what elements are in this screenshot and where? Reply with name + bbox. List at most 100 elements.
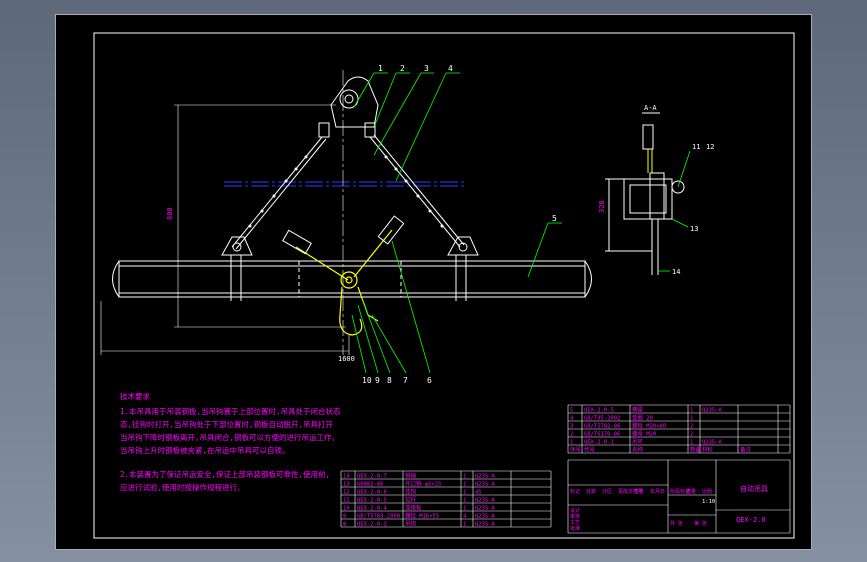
parts-top-cell: 3	[570, 424, 573, 430]
parts-bottom-cell: Q235-A	[475, 498, 496, 504]
parts-bottom-cell: 吊钩	[405, 520, 417, 528]
drawing-code: QEX-2.0	[736, 516, 766, 524]
parts-bottom-cell: 11	[343, 498, 350, 504]
callout-3: 3	[424, 64, 429, 73]
parts-bottom-cell: GB882-86	[357, 482, 384, 488]
callouts: 1 2 3 4 5 10 9 8 7 6	[362, 64, 557, 385]
parts-top-cell: Q235-A	[702, 408, 723, 414]
drawing-name: 自动吊具	[740, 484, 768, 493]
side-view	[605, 112, 685, 275]
parts-top-cell: 螺母 M20	[632, 430, 656, 438]
parts-bottom-cell: QEX-2.0-7	[357, 474, 387, 480]
side-callout-13: 13	[690, 225, 698, 233]
parts-top-cell: 垫圈 20	[632, 414, 653, 422]
callout-2: 2	[400, 64, 405, 73]
title-row-label: 处数	[586, 488, 596, 495]
title-scale: 1:10	[702, 499, 715, 505]
parts-top-cell: 1	[690, 416, 693, 422]
parts-top-cell: 2	[690, 424, 693, 430]
parts-top-cell: QEX-2.0-5	[584, 408, 614, 414]
parts-bottom-cell: 1	[463, 482, 466, 488]
hydraulic-cylinders	[282, 215, 405, 255]
parts-bottom-cell: QEX-2.0-5	[357, 498, 387, 504]
callout-10: 10	[362, 376, 372, 385]
callout-1: 1	[378, 64, 383, 73]
parts-bottom-cell: 45	[475, 490, 482, 496]
title-sheet-label: 共 张	[670, 520, 683, 527]
notes-line-5: 2.本装置为了保证吊运安全,保证上部吊装钢板可靠性,使用前,	[120, 469, 330, 479]
parts-bottom-cell: 挂钩	[405, 488, 417, 496]
title-row-label: 分区	[602, 488, 612, 495]
callout-7: 7	[403, 376, 408, 385]
parts-bottom-cell: QEX-2.0-3	[357, 522, 387, 528]
side-callout-12: 12	[706, 143, 714, 151]
side-callout-14: 14	[672, 268, 680, 276]
parts-top-cell: 5	[570, 408, 573, 414]
parts-bottom-cell: 1	[463, 522, 466, 528]
parts-top-cell: 2	[570, 432, 573, 438]
notes-line-4: 当吊钩上升时钢板被夹紧,在吊运中吊具可以自锁。	[120, 445, 290, 455]
notes-line-3: 当吊钩下降时钢板离开,吊具闭合,钢板可以方便的进行吊运工作,	[120, 432, 336, 442]
parts-bottom-cell: QEX-2.0-6	[357, 490, 387, 496]
parts-top-header: 名称	[632, 446, 644, 454]
parts-bottom-cell: QEX-2.0-4	[357, 506, 387, 512]
parts-top-cell: 螺栓 M20×80	[632, 422, 666, 430]
title-row-label: 更改文件号	[618, 488, 643, 495]
parts-top-cell: 1	[570, 440, 573, 446]
title-row-label: 标记	[570, 488, 580, 495]
parts-bottom-cell: 9	[343, 514, 346, 520]
parts-bottom-cell: 1	[463, 474, 466, 480]
parts-bottom-cell: Q235-A	[475, 514, 496, 520]
parts-top-header: 备注	[740, 446, 752, 454]
parts-bottom-cell: GB/T5783-2000	[357, 514, 400, 520]
parts-bottom-cell: 1	[463, 490, 466, 496]
section-label: A-A	[644, 104, 657, 112]
drawing-frame	[93, 32, 795, 539]
parts-top-cell: GB/T6170-86	[584, 432, 620, 438]
title-sign-label: 工艺	[570, 520, 580, 526]
callout-4: 4	[448, 64, 453, 73]
parts-top-cell: 2	[690, 432, 693, 438]
centerline-horizontal	[224, 181, 466, 187]
dim-height: 800	[166, 207, 174, 220]
parts-top-cell: 横梁	[632, 406, 644, 414]
callout-5: 5	[552, 214, 557, 223]
side-dim: 320	[598, 200, 606, 213]
side-callout-11: 11	[692, 143, 700, 151]
parts-top-cell: QEX-2.0-1	[584, 440, 614, 446]
parts-bottom-cell: 拉杆	[405, 496, 417, 504]
parts-top-header: 代号	[584, 446, 596, 454]
callout-6: 6	[427, 376, 432, 385]
leader-lines	[351, 72, 562, 374]
parts-top-cell: 1	[690, 440, 693, 446]
parts-top-cell: GB/T95-2002	[584, 416, 620, 422]
title-sign-label: 设计	[570, 507, 580, 514]
side-view-leaders	[658, 150, 691, 272]
technical-notes: 技术要求 1.本吊具用于吊装钢板,当吊钩置于上部位置时,吊具处于闭合状态 态,挂…	[120, 391, 341, 492]
notes-line-2: 态,挂钩时打开,当吊钩处于下部位置时,钢板自动脱开,吊具打开	[120, 419, 334, 429]
chain-links	[248, 155, 444, 228]
parts-bottom-cell: 销轴	[405, 472, 417, 480]
parts-bottom-cell: 10	[343, 506, 350, 512]
title-stage-label: 重量	[686, 488, 696, 495]
title-sign-label: 批准	[570, 525, 580, 532]
parts-bottom-cell: 1	[463, 498, 466, 504]
parts-bottom-cell: Q235-A	[475, 482, 496, 488]
parts-top-cell: 4	[570, 416, 574, 422]
parts-bottom-cell: 14	[343, 474, 350, 480]
parts-bottom-cell: Q235-A	[475, 506, 496, 512]
callout-9: 9	[375, 376, 380, 385]
parts-top-cell: 吊环	[632, 439, 644, 446]
title-row-label: 年月日	[650, 488, 665, 495]
parts-bottom-cell: 螺栓 M16×55	[405, 512, 439, 520]
parts-bottom-cell: 13	[343, 482, 350, 488]
cad-drawing: 1 2 3 4 5 10 9 8 7 6 800 1600	[93, 32, 795, 539]
parts-top-cell: Q235-A	[702, 440, 723, 446]
notes-title: 技术要求	[120, 391, 150, 401]
lifting-frame	[221, 76, 479, 256]
parts-top-cell: GB/T5782-86	[584, 424, 620, 430]
parts-bottom-cell: 连接板	[405, 504, 422, 512]
parts-bottom-cell: Q235-A	[475, 474, 496, 480]
title-sheet-label: 第 张	[694, 520, 707, 527]
